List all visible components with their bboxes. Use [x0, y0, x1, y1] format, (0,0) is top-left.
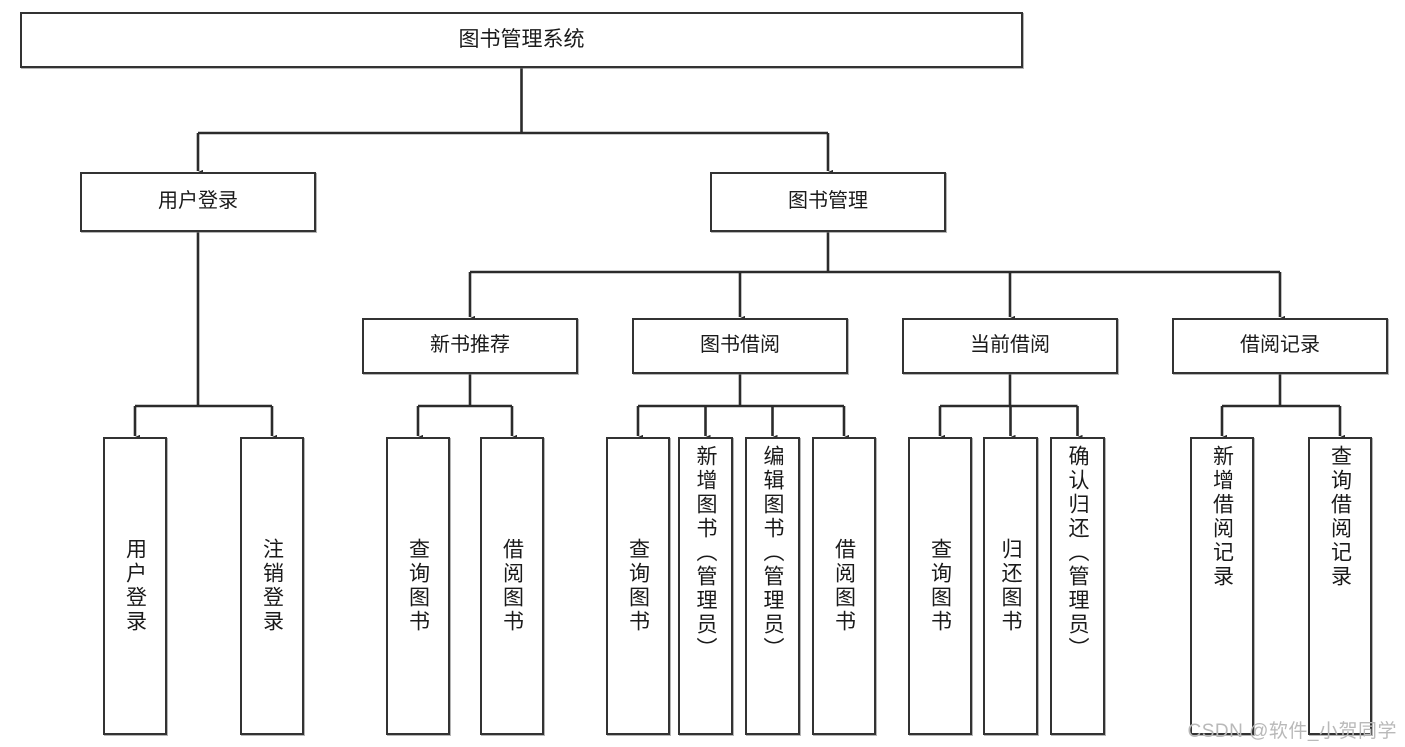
node-leaf-logout[interactable]: 注销登录 [240, 437, 304, 735]
node-label-root: 图书管理系统 [458, 27, 585, 51]
node-label-leaf-edit-book: 编辑图书（管理员） [761, 445, 784, 661]
node-leaf-query-book-2[interactable]: 查询图书 [606, 437, 670, 735]
node-leaf-return-book[interactable]: 归还图书 [983, 437, 1038, 735]
node-label-current-borrow: 当前借阅 [970, 334, 1050, 357]
node-label-leaf-query-book-2: 查询图书 [626, 538, 650, 634]
node-book-borrow[interactable]: 图书借阅 [632, 318, 848, 374]
node-leaf-borrow-book-1[interactable]: 借阅图书 [480, 437, 544, 735]
node-leaf-edit-book[interactable]: 编辑图书（管理员） [745, 437, 800, 735]
node-leaf-query-book-1[interactable]: 查询图书 [386, 437, 450, 735]
node-book-manage[interactable]: 图书管理 [710, 172, 946, 232]
node-label-borrow-record: 借阅记录 [1240, 334, 1320, 357]
node-label-leaf-query-book-1: 查询图书 [406, 538, 430, 634]
node-label-user-login: 用户登录 [158, 190, 238, 213]
node-new-book-rec[interactable]: 新书推荐 [362, 318, 578, 374]
node-label-leaf-add-record: 新增借阅记录 [1210, 445, 1234, 589]
node-label-leaf-add-book: 新增图书（管理员） [694, 445, 717, 661]
node-label-leaf-borrow-book-2: 借阅图书 [832, 538, 856, 634]
node-leaf-add-book[interactable]: 新增图书（管理员） [678, 437, 733, 735]
node-label-book-manage: 图书管理 [788, 190, 868, 213]
node-leaf-user-login[interactable]: 用户登录 [103, 437, 167, 735]
node-label-leaf-user-login: 用户登录 [123, 538, 147, 634]
node-label-new-book-rec: 新书推荐 [430, 334, 510, 357]
node-label-book-borrow: 图书借阅 [700, 334, 780, 357]
node-user-login[interactable]: 用户登录 [80, 172, 316, 232]
node-leaf-query-record[interactable]: 查询借阅记录 [1308, 437, 1372, 735]
node-leaf-confirm-return[interactable]: 确认归还（管理员） [1050, 437, 1105, 735]
node-label-leaf-query-record: 查询借阅记录 [1328, 445, 1352, 589]
node-label-leaf-confirm-return: 确认归还（管理员） [1066, 445, 1089, 661]
node-label-leaf-return-book: 归还图书 [999, 538, 1022, 634]
node-leaf-add-record[interactable]: 新增借阅记录 [1190, 437, 1254, 735]
node-leaf-borrow-book-2[interactable]: 借阅图书 [812, 437, 876, 735]
node-label-leaf-query-book-3: 查询图书 [928, 538, 952, 634]
node-label-leaf-borrow-book-1: 借阅图书 [500, 538, 524, 634]
watermark-label: CSDN @软件_小贺同学 [1187, 721, 1397, 742]
node-leaf-query-book-3[interactable]: 查询图书 [908, 437, 972, 735]
node-current-borrow[interactable]: 当前借阅 [902, 318, 1118, 374]
node-root[interactable]: 图书管理系统 [20, 12, 1023, 68]
node-borrow-record[interactable]: 借阅记录 [1172, 318, 1388, 374]
node-label-leaf-logout: 注销登录 [260, 538, 284, 634]
